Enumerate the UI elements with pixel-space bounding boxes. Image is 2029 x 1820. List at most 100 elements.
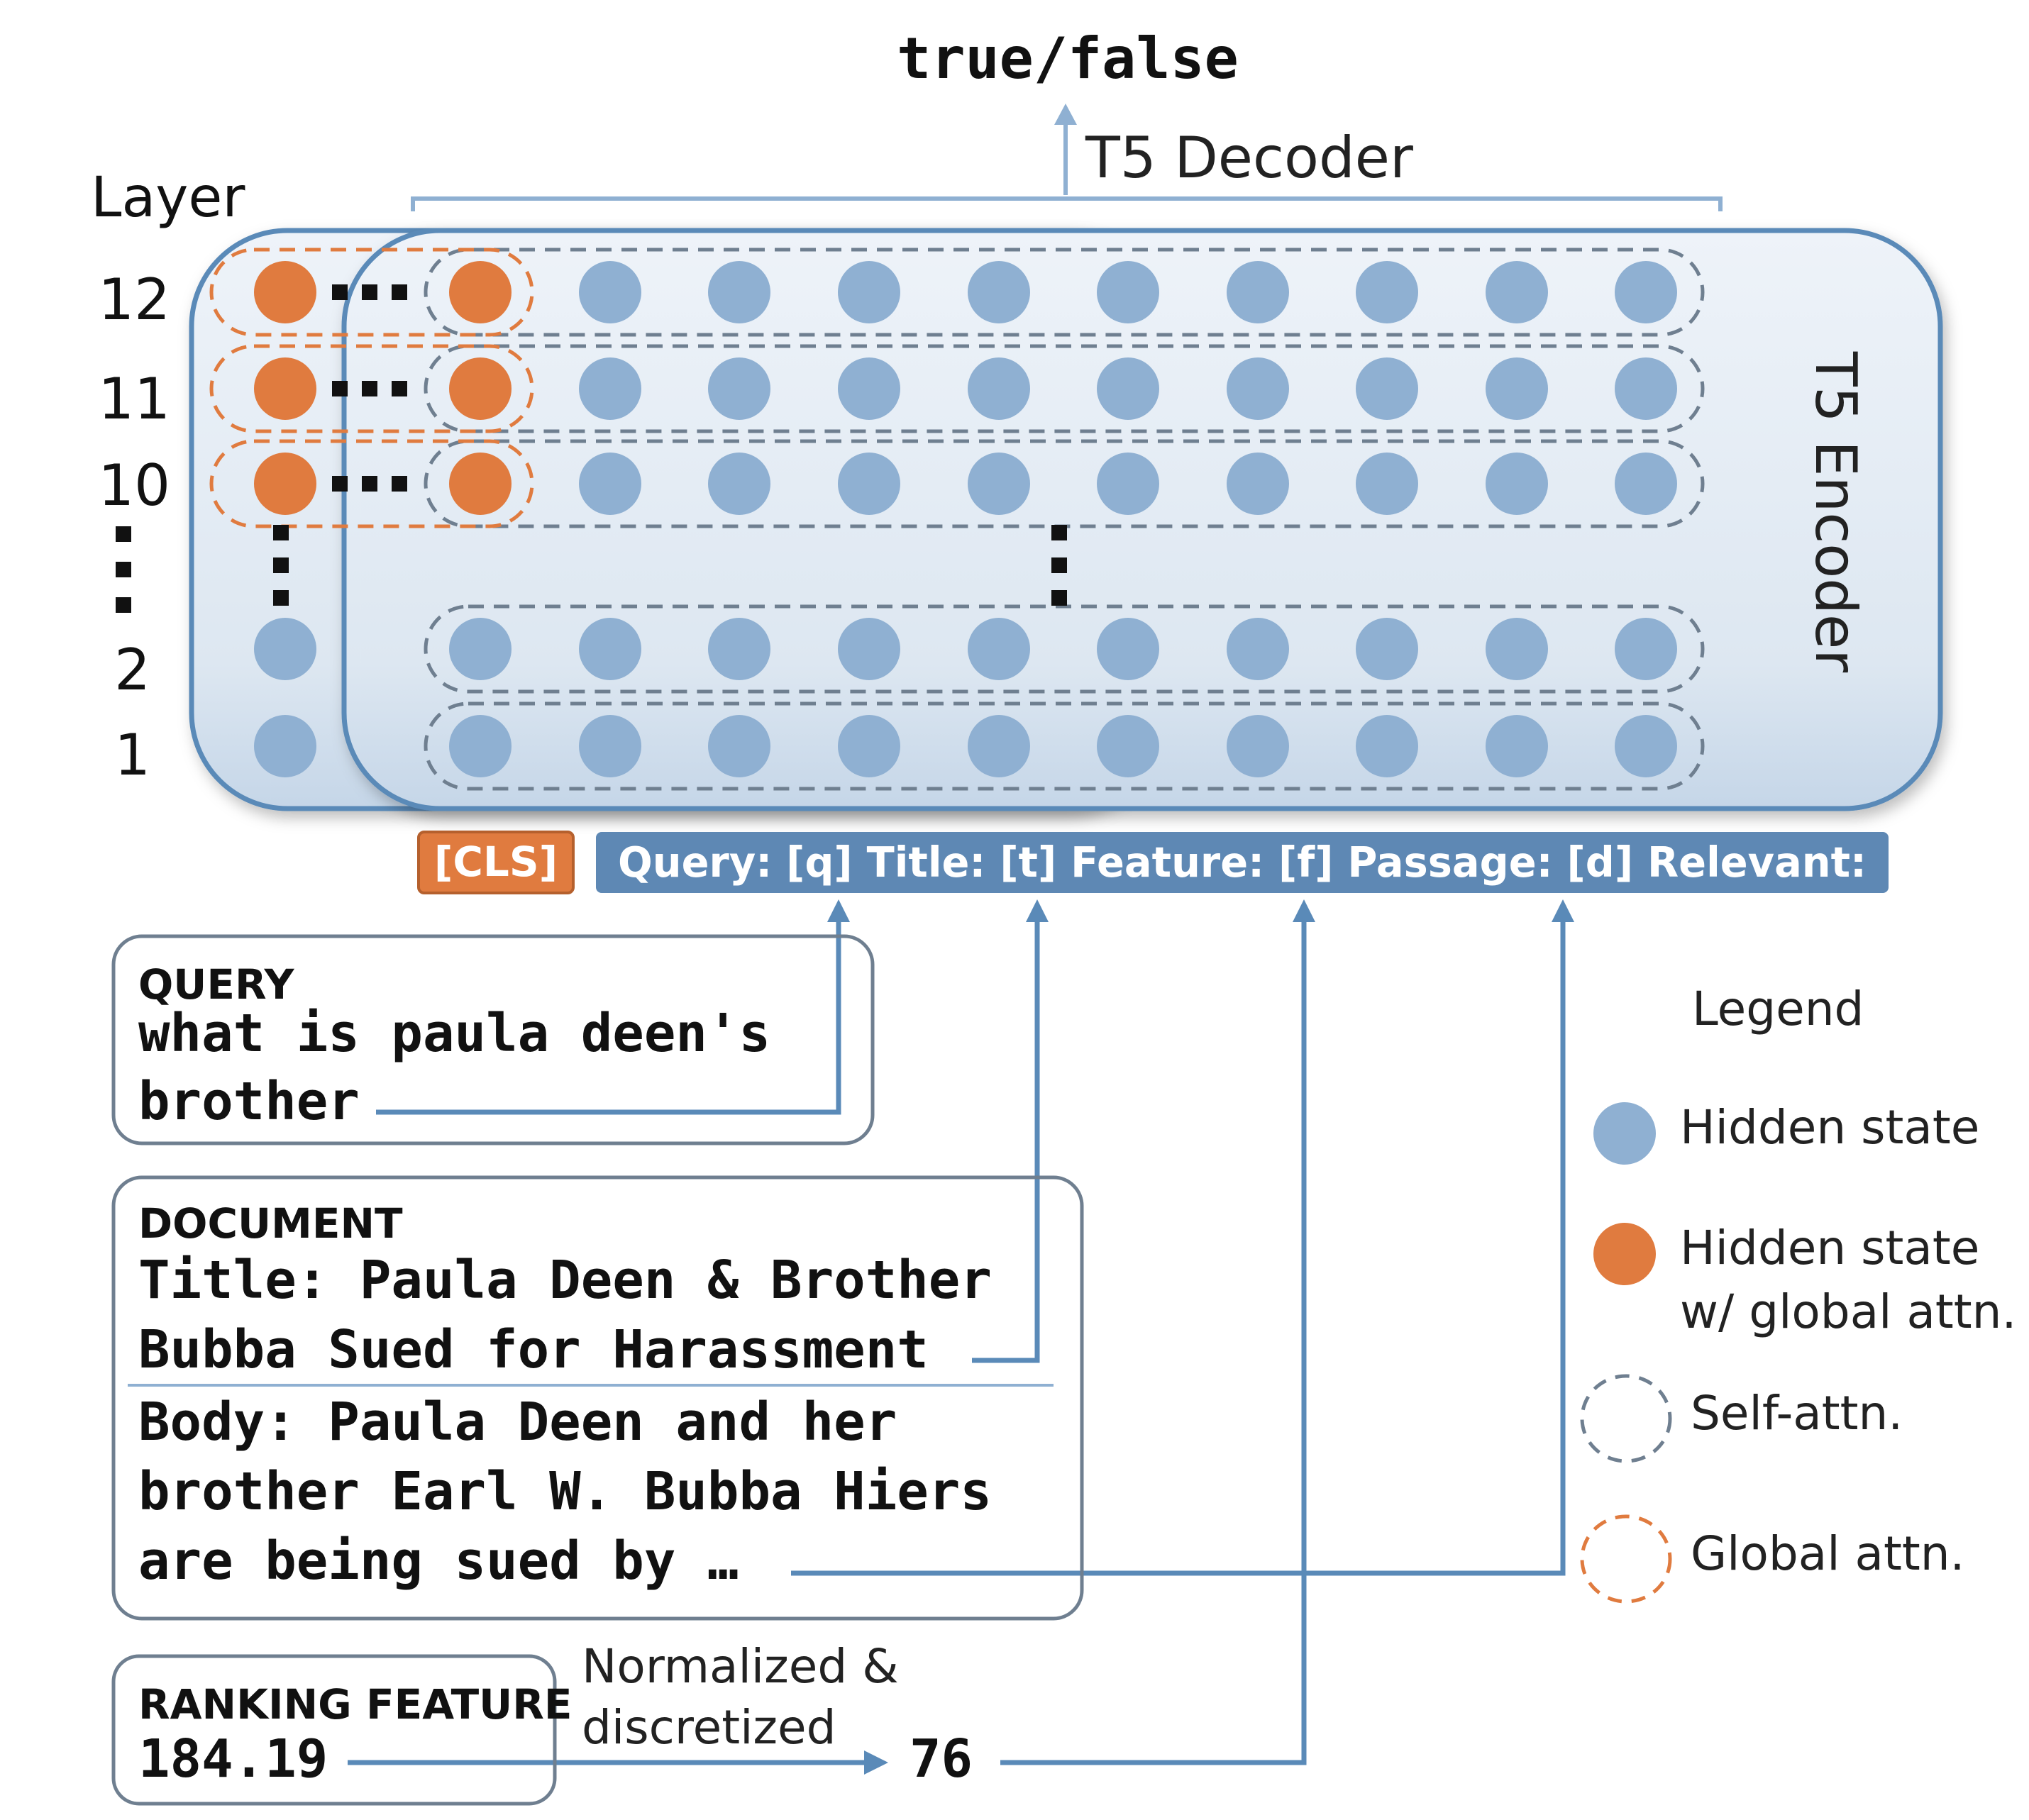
hidden-state bbox=[1227, 357, 1289, 420]
hidden-state bbox=[838, 453, 900, 515]
column-ellipsis-dot bbox=[332, 381, 348, 396]
grid-vertical-ellipsis bbox=[1051, 525, 1067, 606]
transform-result: 76 bbox=[910, 1729, 973, 1790]
hidden-state bbox=[449, 715, 512, 777]
hidden-state bbox=[1486, 618, 1548, 680]
global-hidden-state bbox=[449, 453, 512, 515]
legend-title: Legend bbox=[1692, 982, 1864, 1036]
cls-token-label: [CLS] bbox=[434, 838, 558, 886]
legend-item-global-attn: Global attn. bbox=[1691, 1526, 1965, 1581]
legend-item-global-state-line-2: w/ global attn. bbox=[1680, 1284, 2016, 1339]
hidden-state bbox=[1356, 618, 1418, 680]
hidden-state bbox=[1615, 618, 1677, 680]
hidden-state bbox=[708, 715, 770, 777]
legend-item-self-attn: Self-attn. bbox=[1691, 1386, 1903, 1441]
legend-global-attn-icon bbox=[1580, 1514, 1672, 1604]
column-ellipsis-dot bbox=[392, 381, 407, 396]
legend-self-attn-icon bbox=[1580, 1374, 1672, 1463]
column-ellipsis bbox=[332, 284, 407, 492]
hidden-state bbox=[968, 715, 1030, 777]
document-body-line-1: Body: Paula Deen and her bbox=[138, 1392, 897, 1453]
hidden-state bbox=[579, 453, 641, 515]
self-attention-oval bbox=[424, 604, 1705, 694]
column-ellipsis-dot bbox=[392, 476, 407, 492]
hidden-state bbox=[708, 357, 770, 420]
cls-hidden-state bbox=[254, 618, 316, 680]
legend-item-global-state-line-1: Hidden state bbox=[1680, 1221, 1979, 1275]
layer-label-1: 1 bbox=[114, 722, 150, 788]
hidden-state bbox=[1227, 453, 1289, 515]
document-title-line-1: Title: Paula Deen & Brother bbox=[138, 1250, 992, 1311]
hidden-state bbox=[1097, 618, 1159, 680]
hidden-state bbox=[1227, 618, 1289, 680]
query-heading: QUERY bbox=[138, 960, 295, 1009]
layer-label-2: 2 bbox=[114, 637, 150, 703]
cls-global-state bbox=[254, 261, 316, 323]
ranking-feature-value: 184.19 bbox=[138, 1729, 328, 1790]
cls-global-state bbox=[254, 357, 316, 420]
hidden-state bbox=[968, 261, 1030, 323]
self-attention-oval bbox=[424, 344, 1705, 433]
hidden-state bbox=[579, 715, 641, 777]
legend-global-state-icon bbox=[1593, 1223, 1656, 1285]
hidden-state bbox=[838, 715, 900, 777]
hidden-state bbox=[708, 261, 770, 323]
hidden-state bbox=[708, 453, 770, 515]
hidden-state bbox=[1227, 715, 1289, 777]
self-attention-oval bbox=[424, 701, 1705, 791]
hidden-state bbox=[968, 618, 1030, 680]
column-ellipsis-dot bbox=[362, 284, 377, 300]
hidden-state bbox=[1356, 357, 1418, 420]
hidden-state bbox=[968, 357, 1030, 420]
layer-axis-ellipsis bbox=[116, 526, 131, 613]
global-attention-oval bbox=[209, 344, 534, 433]
hidden-state bbox=[1486, 357, 1548, 420]
cls-global-state bbox=[254, 453, 316, 515]
document-box bbox=[111, 1175, 1084, 1621]
hidden-state bbox=[449, 618, 512, 680]
global-attention-oval bbox=[209, 248, 534, 337]
hidden-state bbox=[838, 618, 900, 680]
global-hidden-state bbox=[449, 357, 512, 420]
hidden-state bbox=[1615, 453, 1677, 515]
hidden-state bbox=[1615, 261, 1677, 323]
hidden-state bbox=[579, 618, 641, 680]
query-line-1: what is paula deen's bbox=[138, 1003, 770, 1064]
hidden-state bbox=[1097, 453, 1159, 515]
layer-label-11: 11 bbox=[98, 366, 170, 432]
hidden-state bbox=[1356, 261, 1418, 323]
connector-lines bbox=[348, 916, 1566, 1765]
hidden-state bbox=[1097, 715, 1159, 777]
hidden-state bbox=[1097, 357, 1159, 420]
cls-vertical-ellipsis bbox=[273, 525, 289, 606]
hidden-state bbox=[968, 453, 1030, 515]
cls-column-states bbox=[254, 261, 316, 777]
legend-hidden-state-icon bbox=[1593, 1102, 1656, 1165]
decoder-arrowhead bbox=[1054, 104, 1077, 125]
transform-label-line-1: Normalized & bbox=[582, 1639, 899, 1694]
hidden-state bbox=[838, 357, 900, 420]
column-ellipsis-dot bbox=[362, 381, 377, 396]
ranking-feature-heading: RANKING FEATURE bbox=[138, 1680, 573, 1729]
input-sequence-bar bbox=[596, 832, 1889, 893]
column-ellipsis-dot bbox=[392, 284, 407, 300]
global-attention-ovals bbox=[209, 248, 534, 528]
global-attention-oval bbox=[209, 439, 534, 528]
layer-label-10: 10 bbox=[98, 453, 170, 518]
document-body-line-2: brother Earl W. Bubba Hiers bbox=[138, 1461, 992, 1522]
cls-hidden-state bbox=[254, 715, 316, 777]
input-sequence-label: Query: [q] Title: [t] Feature: [f] Passa… bbox=[618, 838, 1867, 887]
layer-label-12: 12 bbox=[98, 267, 170, 333]
query-line-2: brother bbox=[138, 1071, 360, 1132]
decoder-label: T5 Decoder bbox=[1085, 125, 1413, 191]
hidden-state bbox=[1486, 715, 1548, 777]
layer-axis-title: Layer bbox=[91, 166, 245, 230]
hidden-state bbox=[1356, 715, 1418, 777]
query-box bbox=[111, 934, 875, 1145]
hidden-state bbox=[1227, 261, 1289, 323]
column-ellipsis-dot bbox=[332, 284, 348, 300]
document-title-line-2: Bubba Sued for Harassment bbox=[138, 1319, 929, 1380]
hidden-state bbox=[1486, 453, 1548, 515]
encoder-states-grid bbox=[424, 248, 1705, 791]
